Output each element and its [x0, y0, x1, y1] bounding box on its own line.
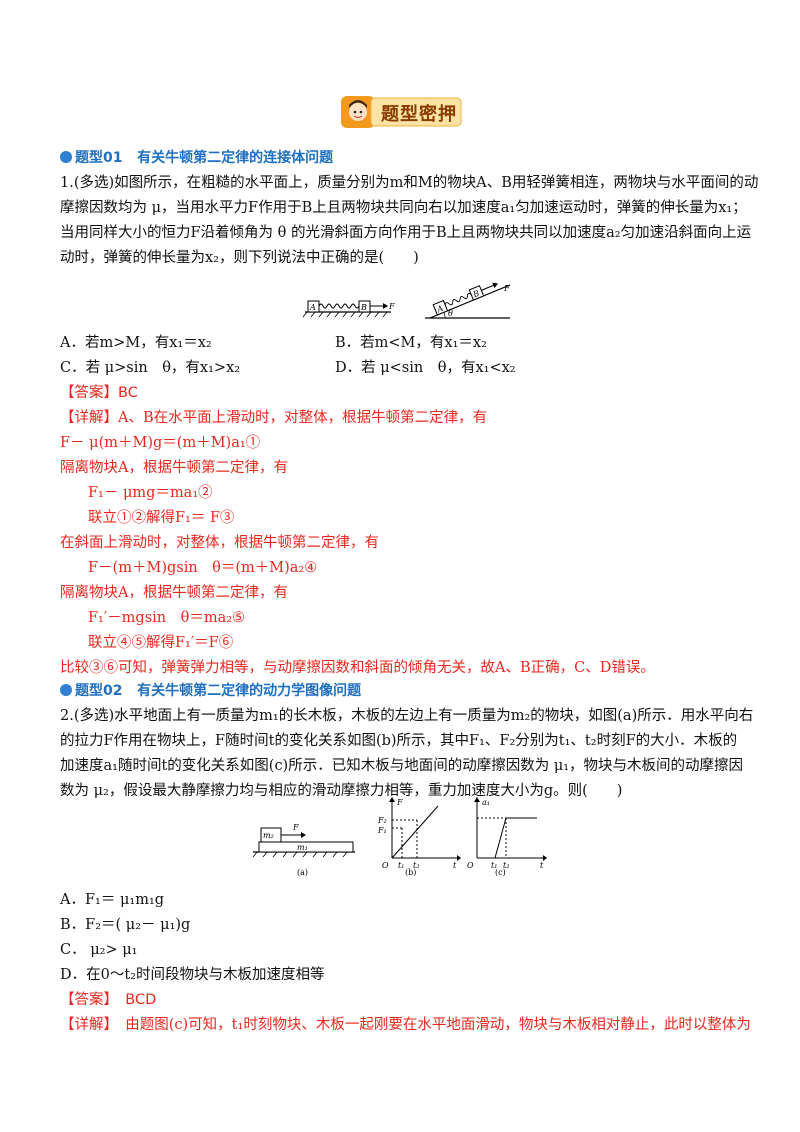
option-a: A．F₁＝ μ₁m₁g [60, 892, 165, 908]
detail-line: 隔离物块A，根据牛顿第二定律，有 [60, 585, 288, 601]
detail-line: 在斜面上滑动时，对整体，根据牛顿第二定律，有 [60, 535, 379, 551]
label-f-incline: F [503, 284, 510, 293]
label-o-b: O [382, 861, 389, 870]
label-a-incline: A [435, 304, 445, 315]
label-m2: m₂ [263, 831, 274, 840]
caption-a: (a) [297, 868, 308, 877]
answer-2: 【答案】 BCD [60, 992, 157, 1008]
section-title: 有关牛顿第二定律的连接体问题 [137, 150, 334, 166]
question-2-line: 加速度a₁随时间t的变化关系如图(c)所示．已知木板与地面间的动摩擦因数为 μ₁… [60, 758, 744, 774]
label-t1-b: t₁ [398, 861, 404, 870]
figure-board-graphs: m₁ m₂ F (a) F F₂ F₁ O t₁ t₂ t (b) a₁ O t… [252, 797, 547, 877]
label-a: A [309, 303, 316, 312]
bullet-icon [60, 151, 72, 163]
bullet-icon [60, 684, 72, 696]
label-f2: F₂ [377, 816, 387, 825]
question-2-line: 数为 μ₂，假设最大静摩擦力均与相应的滑动摩擦力相等，重力加速度大小为g。则( … [60, 783, 623, 799]
label-t-c: t [540, 861, 544, 870]
label-f-a: F [292, 823, 299, 832]
section-title: 有关牛顿第二定律的动力学图像问题 [137, 683, 362, 699]
option-d: D．在0～t₂时间段物块与木板加速度相等 [60, 967, 325, 983]
detail-line: F－(m＋M)gsin θ＝(m＋M)a₂④ [88, 560, 318, 576]
section-number: 题型02 [75, 683, 123, 699]
section-number: 题型01 [75, 150, 123, 166]
label-m1: m₁ [297, 843, 308, 852]
option-a: A．若m>M，有x₁＝x₂ [60, 335, 212, 351]
label-t2-c: t₂ [503, 861, 509, 870]
option-b: B．F₂＝( μ₂－ μ₁)g [60, 917, 191, 933]
option-b: B．若m<M，有x₁＝x₂ [335, 335, 487, 351]
label-t-b: t [453, 861, 457, 870]
label-b: B [360, 303, 367, 312]
label-theta: θ [448, 309, 453, 318]
caption-b: (b) [405, 868, 416, 877]
detail-line: 比较③⑥可知，弹簧弹力相等，与动摩擦因数和斜面的倾角无关，故A、B正确，C、D错… [60, 660, 655, 676]
question-2-line: 2.(多选)水平地面上有一质量为m₁的长木板，木板的左边上有一质量为m₂的物块，… [60, 708, 754, 724]
detail-line: 【详解】 由题图(c)可知，t₁时刻物块、木板一起刚要在水平地面滑动，物块与木板… [60, 1017, 751, 1033]
detail-line: 联立④⑤解得F₁′＝F⑥ [88, 635, 234, 651]
answer-1: 【答案】BC [60, 385, 138, 401]
badge-background [341, 96, 462, 128]
section-heading-1: 题型01 有关牛顿第二定律的连接体问题 [60, 148, 333, 168]
question-1-line: 1.(多选)如图所示，在粗糙的水平面上，质量分别为m和M的物块A、B用轻弹簧相连… [60, 175, 759, 191]
caption-c: (c) [495, 868, 506, 877]
question-1-line: 摩擦因数均为 μ，当用水平力F作用于B上且两物块共同向右以加速度a₁匀加速运动时… [60, 200, 747, 216]
detail-line: 【详解】A、B在水平面上滑动时，对整体，根据牛顿第二定律，有 [60, 410, 488, 426]
label-f: F [388, 302, 395, 311]
detail-line: F₁′－mgsin θ＝ma₂⑤ [88, 610, 246, 626]
label-t2-b: t₂ [413, 861, 419, 870]
question-1-line: 当用同样大小的恒力F沿着倾角为 θ 的光滑斜面方向作用于B上且两物块共同以加速度… [60, 225, 752, 241]
label-t1-c: t₁ [491, 861, 497, 870]
option-c: C． μ₂> μ₁ [60, 942, 138, 958]
question-1-line: 动时，弹簧的伸长量为x₂，则下列说法中正确的是( ) [60, 250, 419, 266]
section-badge: 题型密押 [341, 94, 463, 130]
label-f1: F₁ [377, 826, 387, 835]
detail-line: 隔离物块A，根据牛顿第二定律，有 [60, 460, 288, 476]
figure-spring-blocks: A B F A B F θ [302, 282, 511, 319]
section-heading-2: 题型02 有关牛顿第二定律的动力学图像问题 [60, 681, 361, 701]
label-f-b: F [396, 798, 403, 807]
detail-line: 联立①②解得F₁＝ F③ [88, 510, 235, 526]
question-2-line: 的拉力F作用在物块上，F随时间t的变化关系如图(b)所示，其中F₁、F₂分别为t… [60, 733, 738, 749]
detail-line: F₁－ μmg＝ma₁② [88, 485, 213, 501]
label-a1: a₁ [482, 798, 490, 807]
label-o-c: O [467, 861, 474, 870]
detail-line: F－ μ(m＋M)g＝(m＋M)a₁① [60, 435, 261, 451]
option-d: D．若 μ<sin θ，有x₁<x₂ [335, 360, 516, 376]
label-b-incline: B [471, 289, 481, 300]
option-c: C．若 μ>sin θ，有x₁>x₂ [60, 360, 241, 376]
badge-title: 题型密押 [381, 104, 457, 125]
